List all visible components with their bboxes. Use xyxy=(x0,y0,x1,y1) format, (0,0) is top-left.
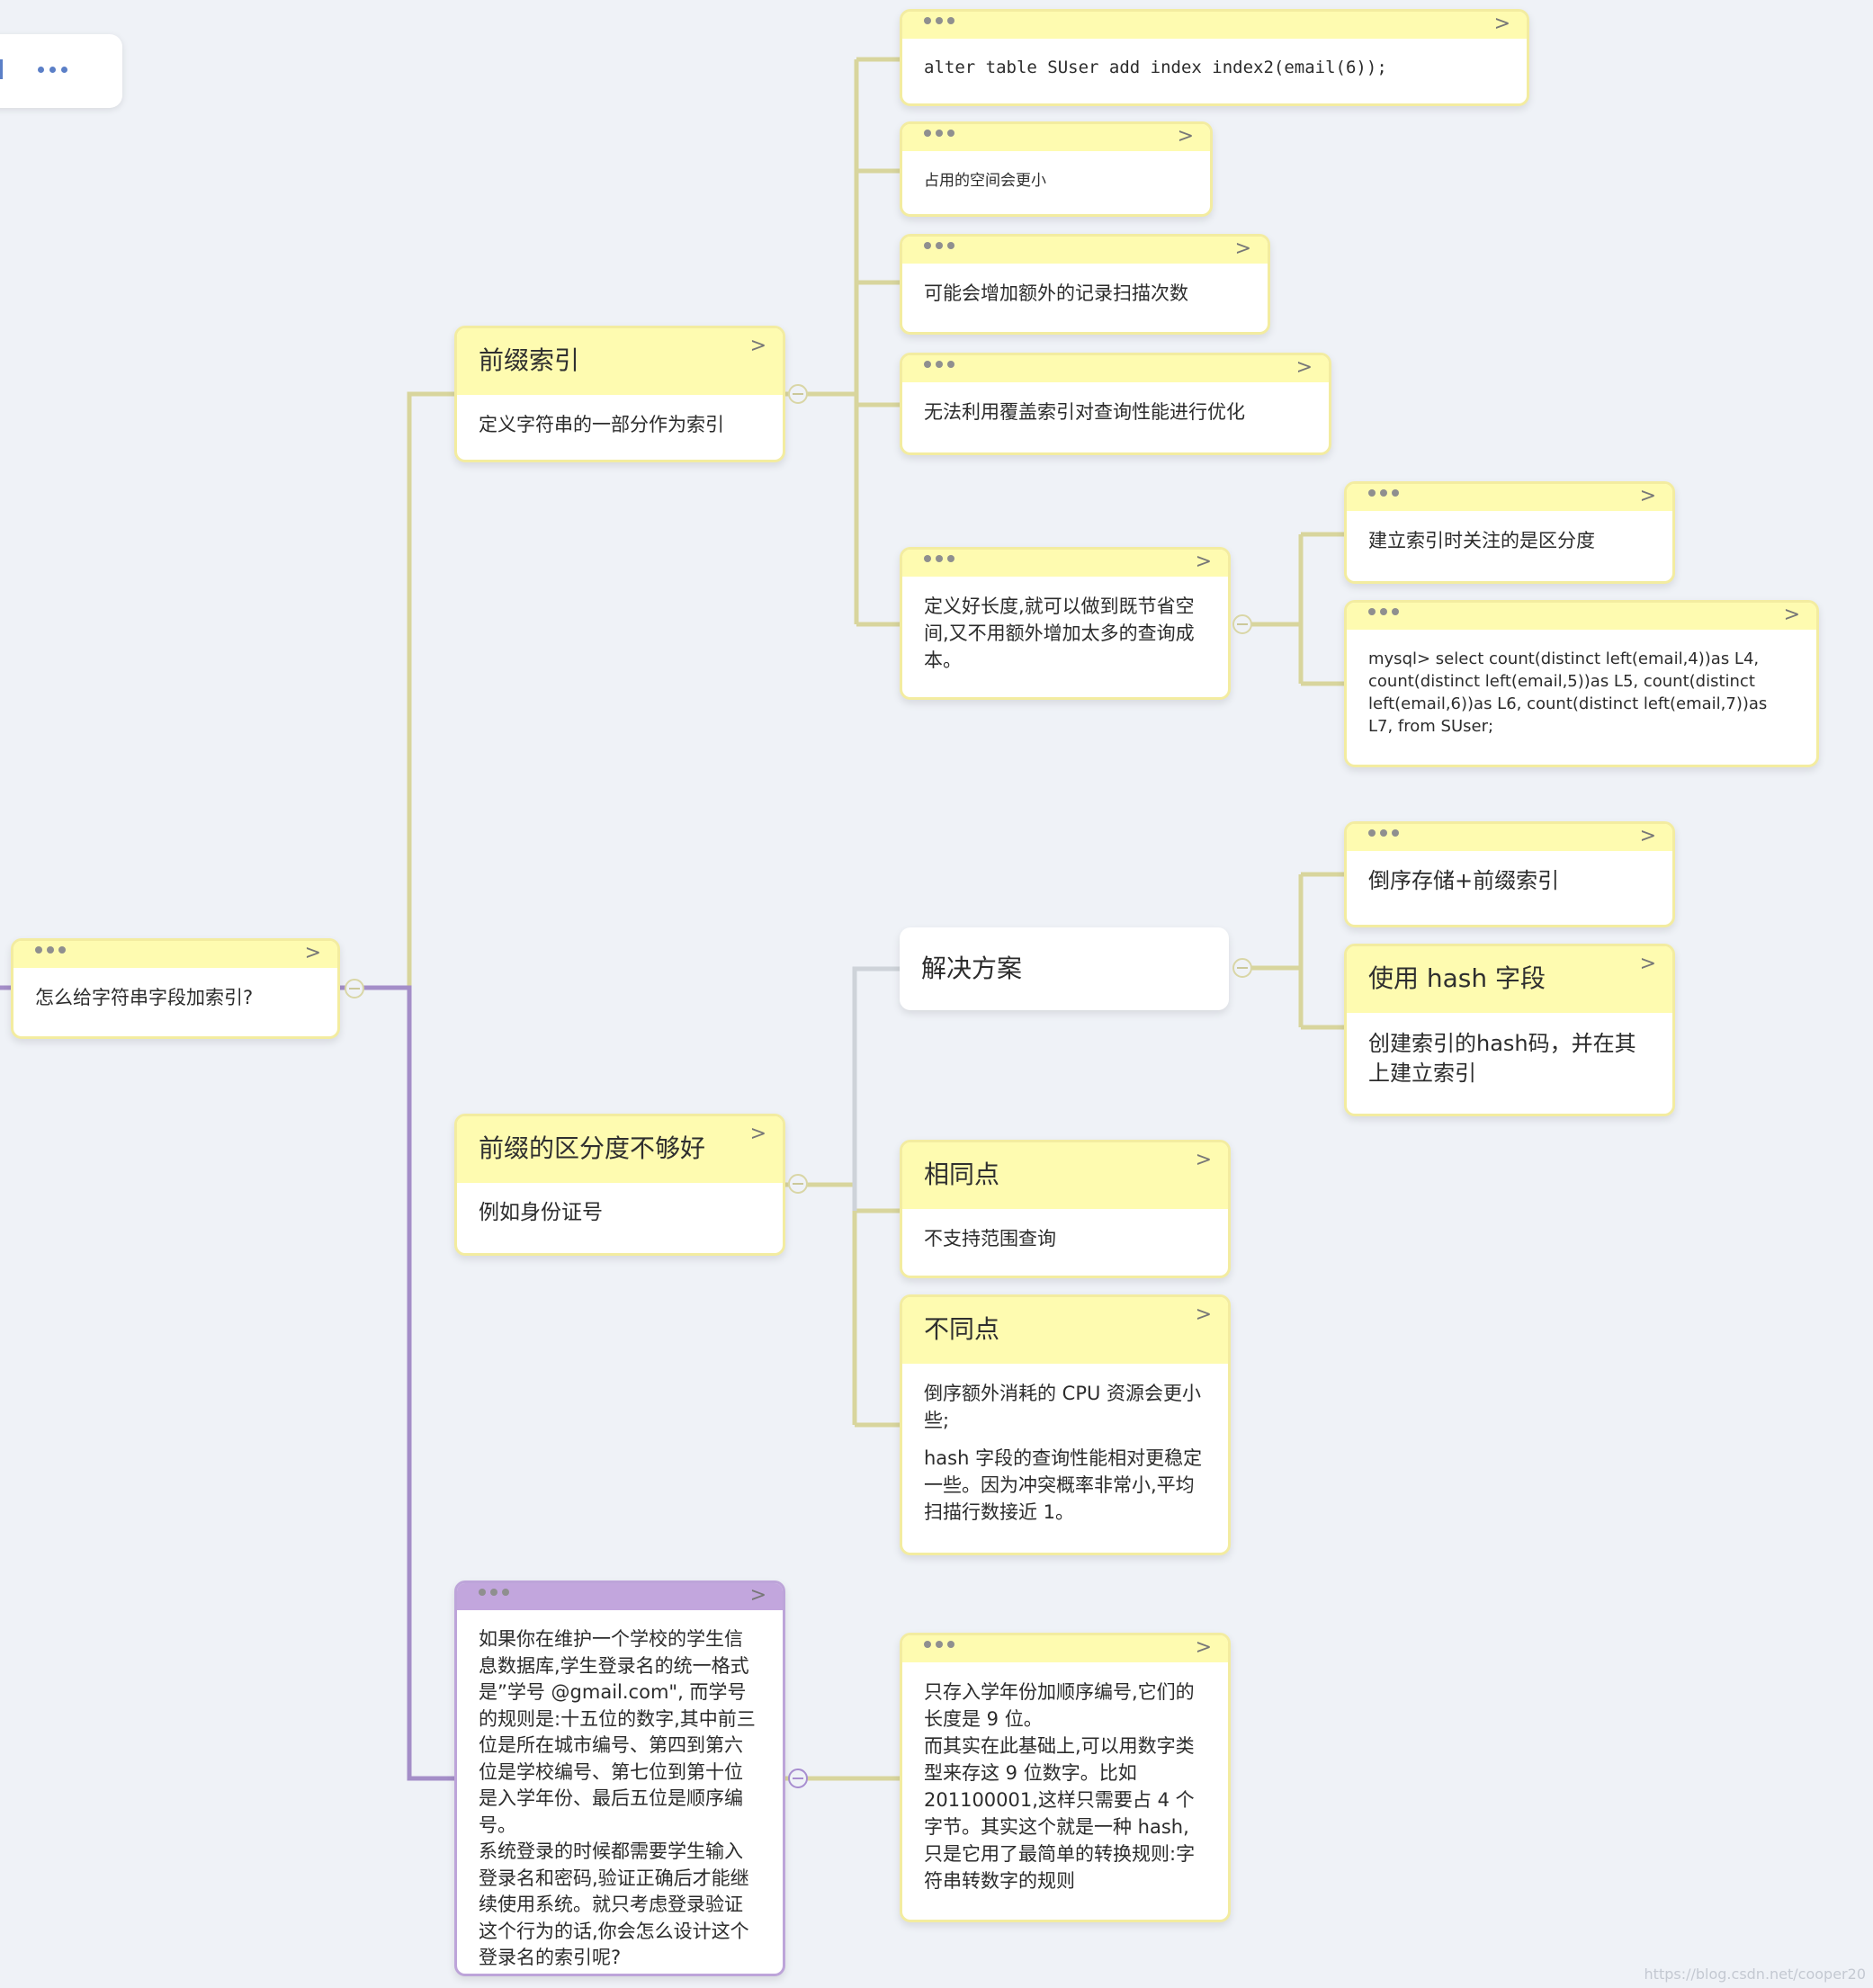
node-less-space-text: 占用的空间会更小 xyxy=(924,172,1046,190)
node-same[interactable]: 相同点 > 不支持范围查询 xyxy=(900,1140,1231,1278)
expand-chevron-icon[interactable]: > xyxy=(1783,604,1800,626)
collapse-bad-prefix-icon[interactable] xyxy=(788,1174,808,1194)
link-solution-children xyxy=(1241,872,1347,1030)
expand-chevron-icon[interactable]: > xyxy=(1639,953,1656,975)
node-mysql-query-text: mysql> select count(distinct left(email,… xyxy=(1368,649,1768,736)
node-solution-label: 解决方案 xyxy=(921,954,1023,983)
node-alter-sql[interactable]: > alter table SUser add index index2(ema… xyxy=(900,9,1529,106)
collapse-solution-icon[interactable] xyxy=(1232,958,1252,978)
node-diff[interactable]: 不同点 > 倒序额外消耗的 CPU 资源会更小些; hash 字段的查询性能相对更… xyxy=(900,1294,1231,1555)
expand-chevron-icon[interactable]: > xyxy=(1195,1149,1212,1171)
link-root-purple xyxy=(339,985,459,1781)
node-question-text: 如果你在维护一个学校的学生信息数据库,学生登录名的统一格式是”学号 @gmail… xyxy=(479,1628,756,1968)
expand-chevron-icon[interactable]: > xyxy=(1639,825,1656,847)
node-diff-title: 不同点 xyxy=(924,1314,1000,1344)
floating-toolbar[interactable] xyxy=(0,34,122,108)
expand-chevron-icon[interactable]: > xyxy=(304,942,321,964)
node-root-text: 怎么给字符串字段加索引? xyxy=(35,987,254,1008)
node-answer-text: 只存入学年份加顺序编号,它们的长度是 9 位。 而其实在此基础上,可以用数字类型… xyxy=(924,1681,1196,1892)
drag-handle-icon[interactable] xyxy=(1368,608,1399,615)
node-no-covering[interactable]: > 无法利用覆盖索引对查询性能进行优化 xyxy=(900,353,1331,455)
drag-handle-icon[interactable] xyxy=(924,361,954,368)
drag-handle-icon[interactable] xyxy=(1368,829,1399,837)
node-question[interactable]: > 如果你在维护一个学校的学生信息数据库,学生登录名的统一格式是”学号 @gma… xyxy=(454,1581,785,1976)
node-distinctness[interactable]: > 建立索引时关注的是区分度 xyxy=(1344,481,1675,584)
watermark: https://blog.csdn.net/cooper20 xyxy=(1644,1966,1866,1983)
collapse-length-icon[interactable] xyxy=(1232,614,1252,634)
node-diff-desc-2: hash 字段的查询性能相对更稳定一些。因为冲突概率非常小,平均扫描行数接近 1… xyxy=(924,1447,1203,1523)
collapse-prefix-icon[interactable] xyxy=(788,384,808,404)
node-prefix-index-title: 前缀索引 xyxy=(479,345,580,375)
link-root-prefix xyxy=(339,391,459,990)
node-define-length-text: 定义好长度,就可以做到既节省空间,又不用额外增加太多的查询成本。 xyxy=(924,596,1195,671)
node-same-title: 相同点 xyxy=(924,1160,1000,1189)
drag-handle-icon[interactable] xyxy=(35,946,66,954)
node-more-scans-text: 可能会增加额外的记录扫描次数 xyxy=(924,282,1188,304)
drag-handle-icon[interactable] xyxy=(924,555,954,562)
node-reverse-storage-text: 倒序存储+前缀索引 xyxy=(1368,868,1560,893)
expand-chevron-icon[interactable]: > xyxy=(749,1584,766,1607)
node-alter-sql-text: alter table SUser add index index2(email… xyxy=(924,58,1387,77)
expand-chevron-icon[interactable]: > xyxy=(749,335,766,357)
expand-chevron-icon[interactable]: > xyxy=(1493,13,1510,35)
expand-chevron-icon[interactable]: > xyxy=(1639,485,1656,507)
toolbar-edge-icon xyxy=(0,59,3,79)
drag-handle-icon[interactable] xyxy=(924,1641,954,1648)
expand-chevron-icon[interactable]: > xyxy=(1195,1636,1212,1659)
link-bad-children xyxy=(785,1182,904,1428)
drag-handle-icon[interactable] xyxy=(924,17,954,24)
link-length-children xyxy=(1241,532,1347,686)
drag-handle-icon[interactable] xyxy=(924,242,954,249)
expand-chevron-icon[interactable]: > xyxy=(1195,1303,1212,1326)
node-same-desc: 不支持范围查询 xyxy=(924,1228,1056,1249)
node-bad-prefix-title: 前缀的区分度不够好 xyxy=(479,1133,706,1163)
node-more-scans[interactable]: > 可能会增加额外的记录扫描次数 xyxy=(900,234,1270,335)
node-answer[interactable]: > 只存入学年份加顺序编号,它们的长度是 9 位。 而其实在此基础上,可以用数字… xyxy=(900,1633,1231,1922)
node-prefix-index[interactable]: 前缀索引 > 定义字符串的一部分作为索引 xyxy=(454,326,785,462)
drag-handle-icon[interactable] xyxy=(479,1589,509,1596)
link-bad-solution xyxy=(852,966,904,1211)
node-bad-prefix[interactable]: 前缀的区分度不够好 > 例如身份证号 xyxy=(454,1114,785,1256)
node-distinctness-text: 建立索引时关注的是区分度 xyxy=(1368,530,1595,551)
node-diff-desc-1: 倒序额外消耗的 CPU 资源会更小些; xyxy=(924,1383,1202,1431)
more-options-icon[interactable] xyxy=(38,67,67,73)
drag-handle-icon[interactable] xyxy=(1368,489,1399,497)
node-hash-field[interactable]: 使用 hash 字段 > 创建索引的hash码，并在其上建立索引 xyxy=(1344,944,1675,1116)
node-solution[interactable]: 解决方案 xyxy=(900,927,1229,1010)
node-reverse-storage[interactable]: > 倒序存储+前缀索引 xyxy=(1344,821,1675,927)
expand-chevron-icon[interactable]: > xyxy=(749,1123,766,1145)
expand-chevron-icon[interactable]: > xyxy=(1177,125,1194,148)
node-less-space[interactable]: > 占用的空间会更小 xyxy=(900,121,1213,217)
link-prefix-children xyxy=(785,57,904,627)
node-mysql-query[interactable]: > mysql> select count(distinct left(emai… xyxy=(1344,600,1819,767)
drag-handle-icon[interactable] xyxy=(924,130,954,137)
expand-chevron-icon[interactable]: > xyxy=(1234,237,1251,260)
node-bad-prefix-desc: 例如身份证号 xyxy=(479,1201,603,1224)
node-define-length[interactable]: > 定义好长度,就可以做到既节省空间,又不用额外增加太多的查询成本。 xyxy=(900,547,1231,700)
collapse-question-icon[interactable] xyxy=(788,1769,808,1788)
node-hash-field-title: 使用 hash 字段 xyxy=(1368,963,1546,993)
expand-chevron-icon[interactable]: > xyxy=(1195,551,1212,573)
node-hash-field-desc: 创建索引的hash码，并在其上建立索引 xyxy=(1368,1031,1636,1086)
node-no-covering-text: 无法利用覆盖索引对查询性能进行优化 xyxy=(924,401,1245,423)
node-root[interactable]: > 怎么给字符串字段加索引? xyxy=(11,938,340,1039)
node-prefix-index-desc: 定义字符串的一部分作为索引 xyxy=(479,414,724,435)
expand-chevron-icon[interactable]: > xyxy=(1295,356,1313,379)
collapse-root-icon[interactable] xyxy=(345,979,364,998)
